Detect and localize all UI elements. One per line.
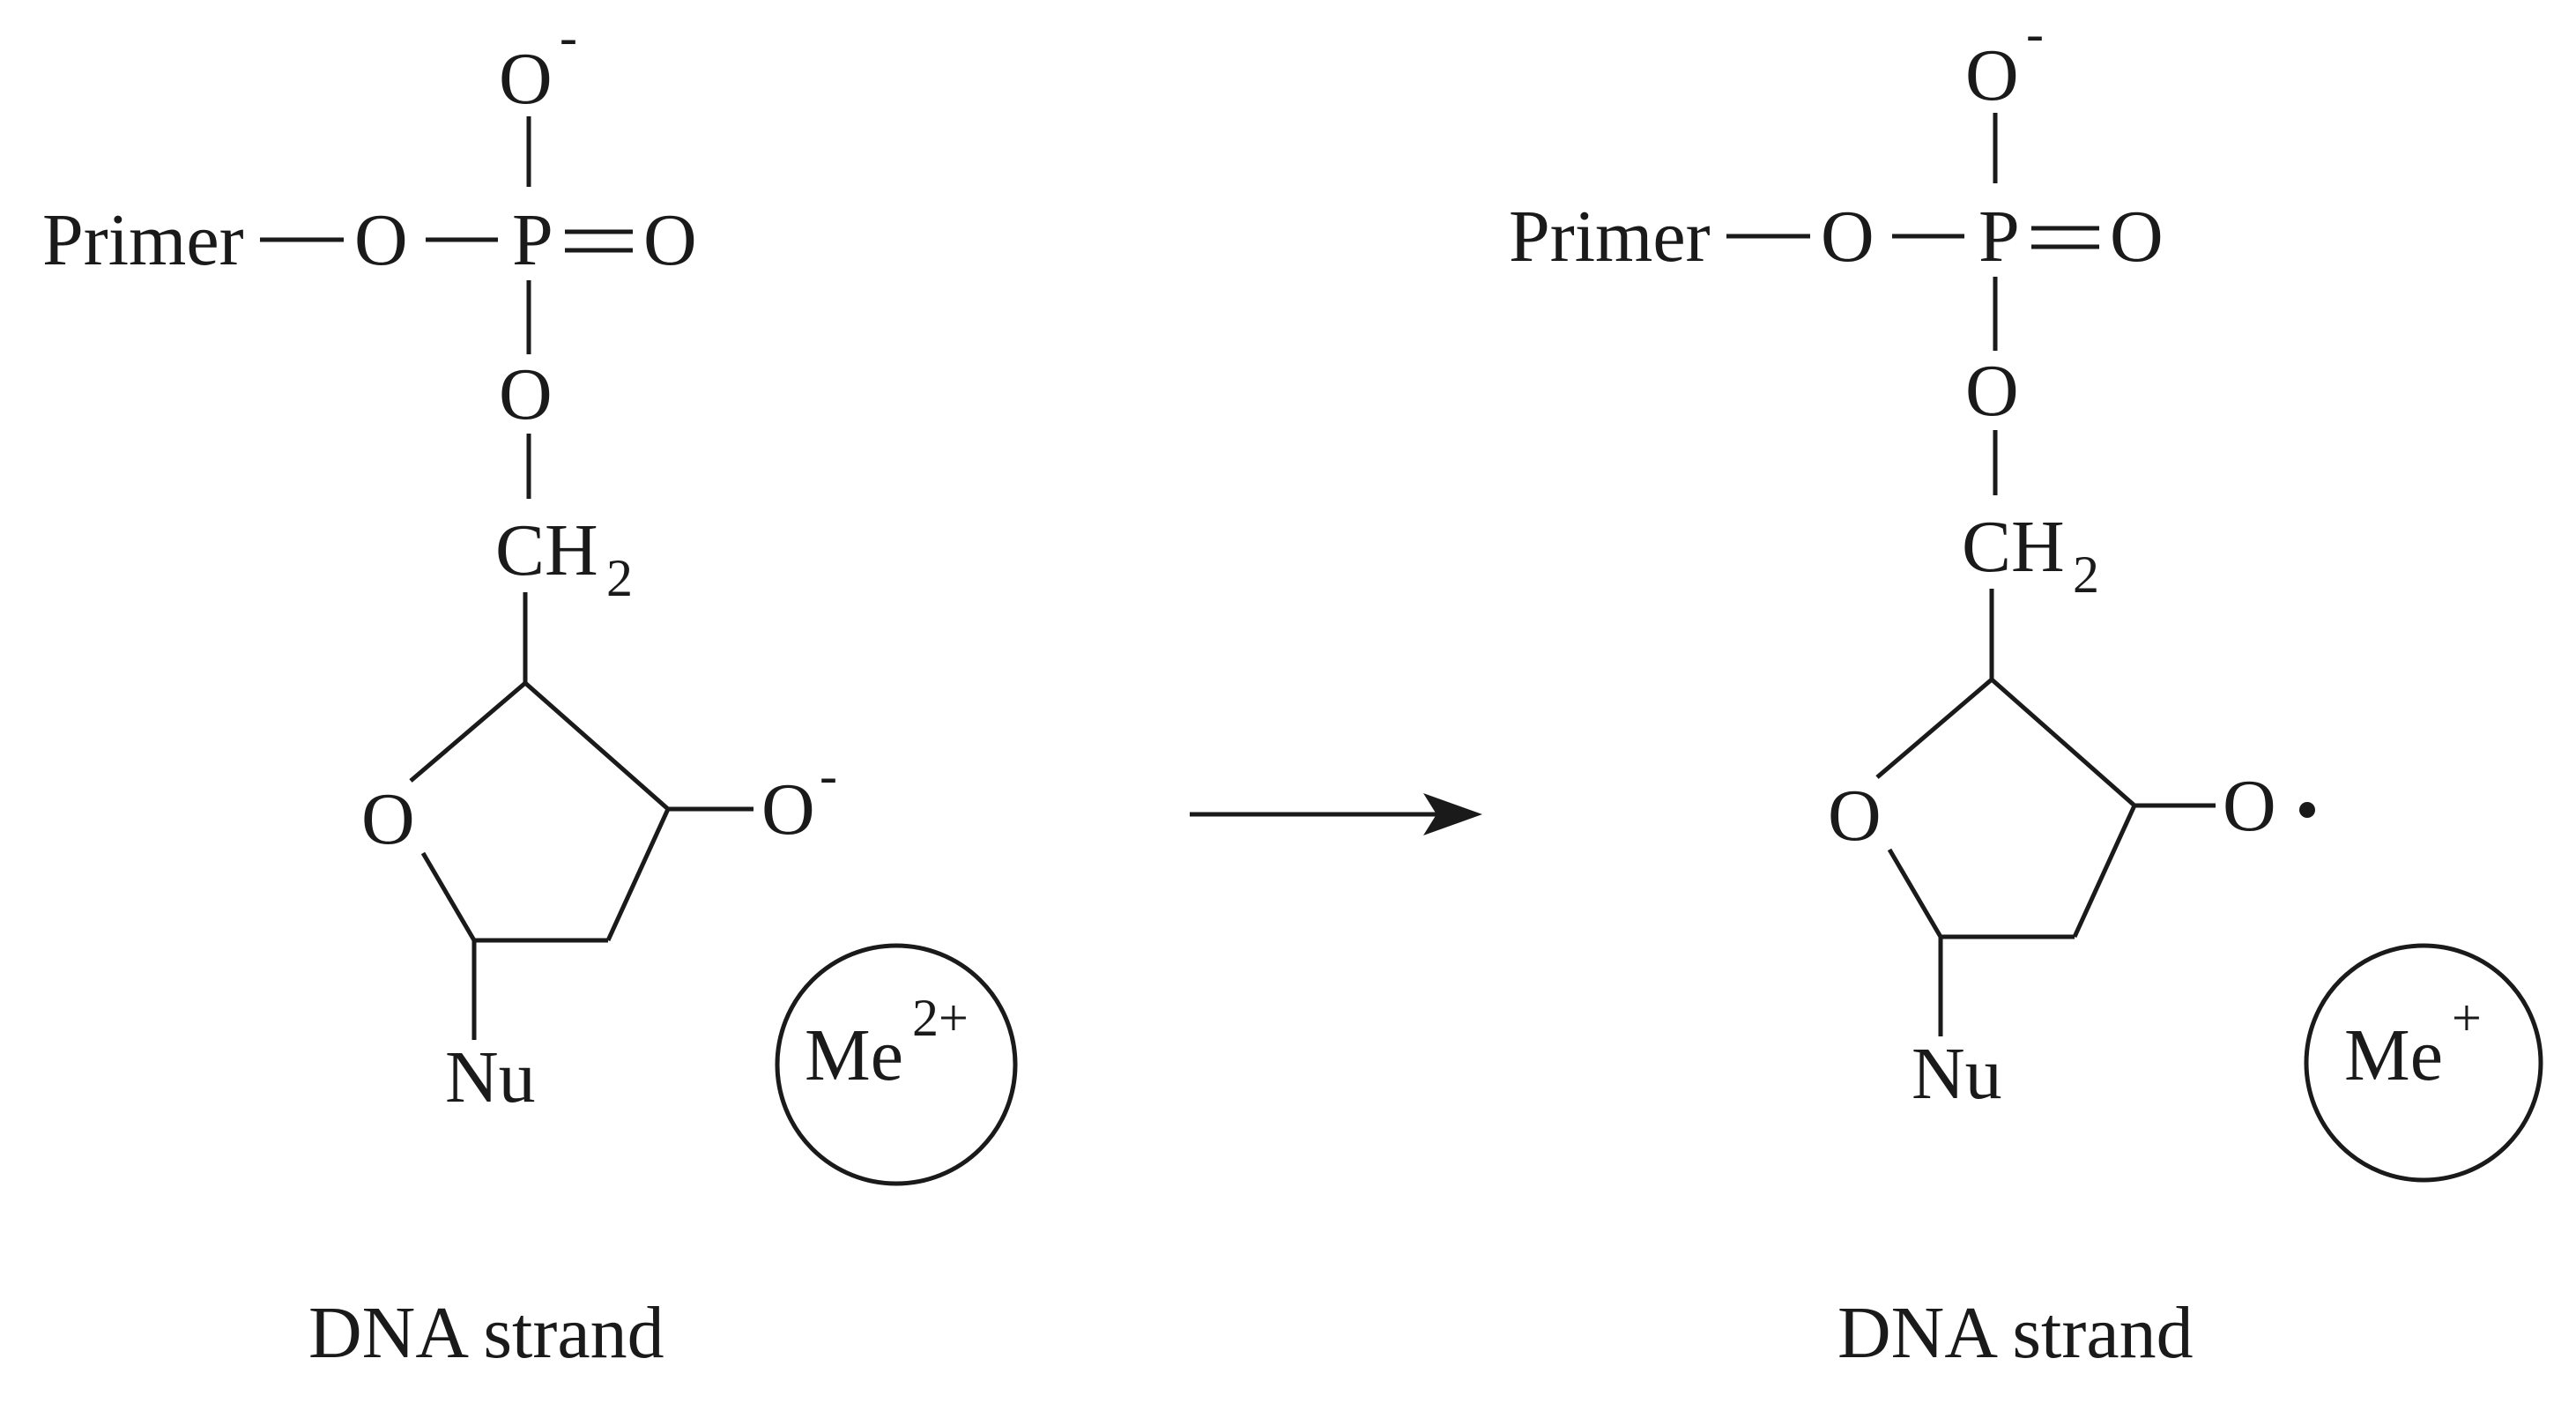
- reactant-hydroxyl-oxygen: O: [761, 768, 815, 850]
- product-phosphorus: P: [1978, 196, 2020, 278]
- product-metal-label: Me: [2344, 1014, 2443, 1096]
- product-bond-ring-o-c1: [1887, 848, 1943, 939]
- product-metal-ion: Me +: [2304, 943, 2543, 1183]
- reactant-top-oxygen: O: [499, 38, 553, 120]
- product-primer-label: Primer: [1509, 196, 1711, 278]
- product-bond-c3-c2: [2072, 804, 2137, 939]
- product-base-label: Nu: [1912, 1033, 2002, 1115]
- reactant-ring-oxygen: O: [361, 778, 415, 860]
- reactant-caption: DNA strand: [308, 1292, 664, 1374]
- reactant-metal-ion: Me 2+: [775, 943, 1018, 1186]
- product-ring-oxygen: O: [1828, 775, 1882, 857]
- product-double-bond-oxygen: O: [2110, 196, 2164, 278]
- reaction-arrow: [1190, 793, 1482, 835]
- product-ester-oxygen: O: [1965, 350, 2019, 432]
- reactant-bridge-oxygen: O: [354, 199, 408, 281]
- product-bond-c4-c3: [1990, 678, 2136, 807]
- reactant-phosphorus: P: [512, 199, 553, 281]
- product-bridge-oxygen: O: [1821, 196, 1874, 278]
- product-radical-oxygen: O: [2223, 765, 2276, 847]
- product-metal-ion-circle: [2304, 943, 2543, 1183]
- product-top-oxygen: O: [1965, 34, 2019, 116]
- reactant-bond-c4-c3: [523, 681, 670, 811]
- reactant-bond-c3-c2: [605, 807, 671, 942]
- reactant-metal-ion-circle: [775, 943, 1018, 1186]
- reactant-metal-label: Me: [805, 1014, 903, 1096]
- reactant-methylene-c: CH: [495, 509, 598, 591]
- product-structure: Primer O P O O - O CH 2 O O Nu M: [1509, 4, 2543, 1374]
- reactant-hydroxyl-charge: -: [820, 746, 837, 805]
- reactant-bond-ring-o-c1: [420, 851, 477, 942]
- reactant-structure: Primer O P O O - O CH 2 O O - Nu: [42, 8, 1018, 1374]
- product-methylene-c: CH: [1962, 506, 2065, 588]
- product-radical-dot: [2299, 802, 2315, 818]
- product-metal-charge: +: [2452, 989, 2482, 1047]
- reactant-methylene-group: CH 2: [495, 509, 633, 607]
- reactant-top-oxygen-charge: -: [560, 8, 577, 66]
- reactant-double-bond-oxygen: O: [643, 199, 697, 281]
- reactant-metal-charge: 2+: [912, 989, 969, 1047]
- product-top-oxygen-charge: -: [2026, 4, 2044, 63]
- reactant-primer-label: Primer: [42, 199, 244, 281]
- product-methylene-subscript: 2: [2073, 546, 2099, 604]
- product-caption: DNA strand: [1837, 1292, 2194, 1374]
- reactant-bond-c4-ring-o: [409, 681, 527, 783]
- product-bond-c4-ring-o: [1875, 678, 1993, 779]
- reactant-ester-oxygen: O: [499, 353, 553, 435]
- product-methylene-group: CH 2: [1962, 506, 2099, 604]
- reaction-arrow-head: [1423, 793, 1482, 835]
- reactant-base-label: Nu: [445, 1036, 536, 1118]
- reactant-methylene-subscript: 2: [606, 549, 633, 607]
